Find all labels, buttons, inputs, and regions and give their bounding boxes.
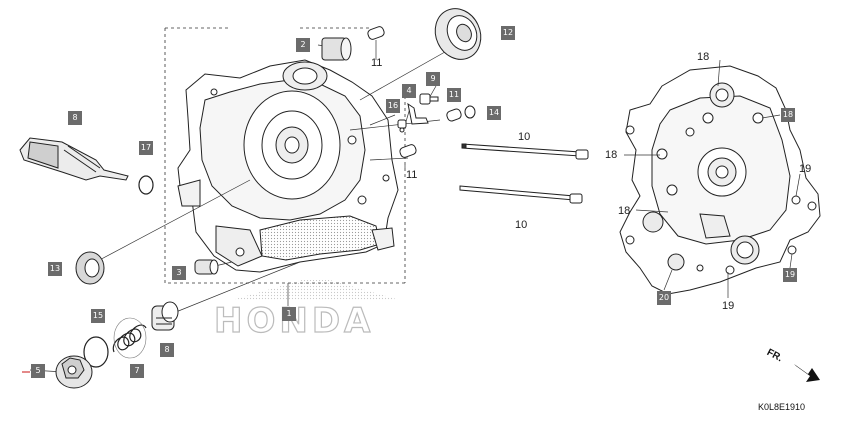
strainer-8: [151, 301, 179, 331]
honda-watermark: HONDA: [213, 280, 400, 342]
callout-7[interactable]: 7: [130, 364, 144, 378]
callout-2[interactable]: 2: [296, 38, 310, 52]
left-crankcase: [177, 59, 399, 273]
drain-plug-5: [55, 355, 93, 389]
small-fittings: [397, 93, 476, 133]
callout-8-dipstick[interactable]: 8: [68, 111, 82, 125]
callout-14[interactable]: 14: [487, 106, 501, 120]
oil-seal-13: [75, 251, 105, 285]
right-leader-lines: [624, 59, 801, 298]
diagram-code: K0L8E1910: [758, 402, 806, 412]
label-10-lower: 10: [515, 219, 528, 231]
callout-18[interactable]: 18: [781, 108, 795, 122]
right-crankcase: [619, 65, 821, 295]
dowel-pin-11: [367, 26, 417, 158]
long-bolt-10: [459, 143, 589, 204]
label-11-top: 11: [371, 57, 383, 69]
callout-8-strainer[interactable]: 8: [160, 343, 174, 357]
dipstick-8: [19, 137, 129, 181]
callout-3[interactable]: 3: [172, 266, 186, 280]
spring-7: [112, 317, 147, 359]
callout-19[interactable]: 19: [783, 268, 797, 282]
label-19-right: 19: [799, 163, 812, 175]
oring-17: [138, 175, 154, 195]
front-arrow: [794, 364, 820, 382]
oring-15: [83, 336, 109, 368]
callout-5[interactable]: 5: [31, 364, 45, 378]
dowel-3: [194, 259, 219, 275]
callout-9[interactable]: 9: [426, 72, 440, 86]
label-18-mid: 18: [605, 149, 618, 161]
callout-17[interactable]: 17: [139, 141, 153, 155]
callout-15[interactable]: 15: [91, 309, 105, 323]
callout-13[interactable]: 13: [48, 262, 62, 276]
callout-12[interactable]: 12: [501, 26, 515, 40]
callout-4[interactable]: 4: [402, 84, 416, 98]
label-18-low: 18: [618, 205, 631, 217]
callout-20[interactable]: 20: [657, 291, 671, 305]
label-10-upper: 10: [518, 131, 531, 143]
callout-11[interactable]: 11: [447, 88, 461, 102]
bearing-2: [321, 37, 352, 61]
callout-1[interactable]: 1: [282, 307, 296, 321]
bearing-12: [434, 8, 482, 60]
label-11-lower: 11: [406, 169, 418, 181]
label-19-bottom: 19: [722, 300, 735, 312]
label-18-top: 18: [697, 51, 710, 63]
callout-16[interactable]: 16: [386, 99, 400, 113]
